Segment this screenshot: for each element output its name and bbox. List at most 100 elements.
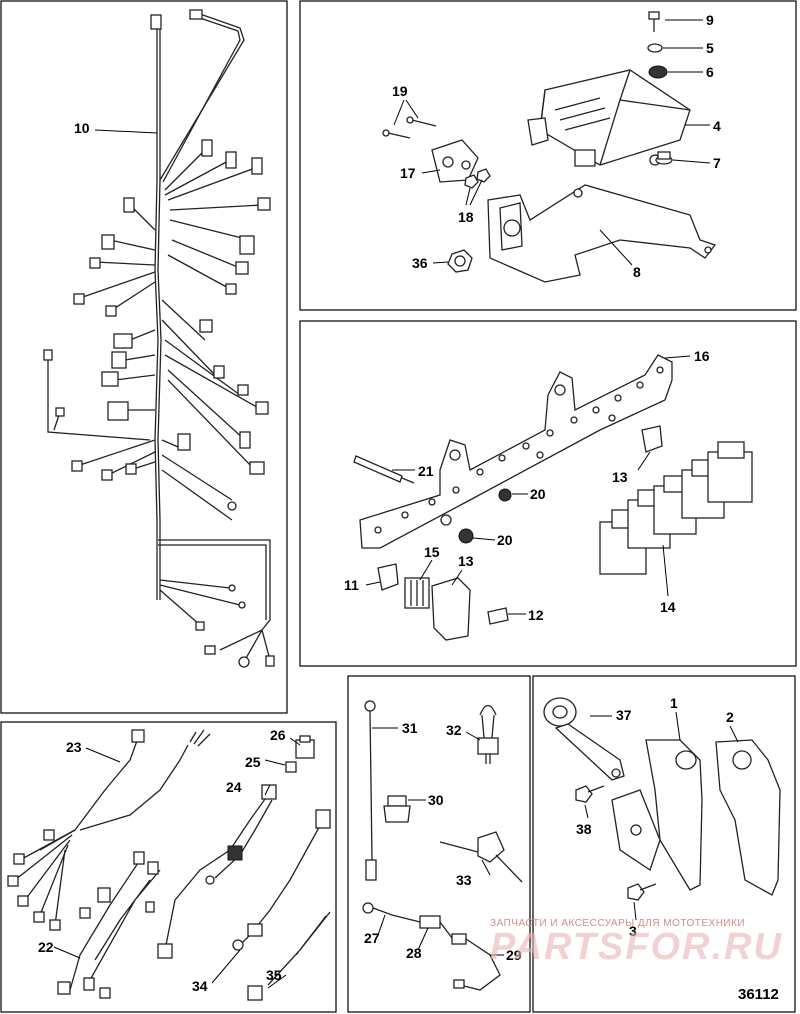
sensor-harness-34 bbox=[232, 809, 331, 951]
callout-1: 1 bbox=[670, 695, 678, 711]
leader-36 bbox=[432, 261, 449, 264]
callout-21: 21 bbox=[418, 463, 434, 479]
bolts-19 bbox=[382, 116, 437, 139]
callout-19: 19 bbox=[392, 83, 408, 99]
bolt-3 bbox=[627, 883, 657, 901]
lift-bracket-1 bbox=[611, 739, 703, 891]
nut-36 bbox=[447, 249, 473, 273]
panel-sub-harness-frame bbox=[0, 721, 337, 1013]
cable-27 bbox=[362, 902, 421, 923]
callout-10: 10 bbox=[74, 120, 90, 136]
nut-20b bbox=[458, 528, 474, 544]
leader-35 bbox=[267, 974, 287, 989]
callout-7: 7 bbox=[713, 155, 721, 171]
leader-25 bbox=[264, 759, 286, 766]
leader-22 bbox=[53, 946, 81, 959]
clip-11 bbox=[377, 563, 399, 591]
spacer-7 bbox=[655, 151, 673, 165]
callout-3: 3 bbox=[629, 923, 637, 939]
callout-23: 23 bbox=[66, 739, 82, 755]
leader-23 bbox=[85, 747, 121, 763]
callout-38: 38 bbox=[576, 821, 592, 837]
callout-34: 34 bbox=[192, 978, 208, 994]
callout-22: 22 bbox=[38, 939, 54, 955]
callout-29: 29 bbox=[506, 947, 522, 963]
callout-30: 30 bbox=[428, 792, 444, 808]
loop-harness-32 bbox=[477, 704, 499, 764]
callout-33: 33 bbox=[456, 872, 472, 888]
leader-27 bbox=[377, 914, 386, 936]
callout-12: 12 bbox=[528, 607, 544, 623]
callout-17: 17 bbox=[400, 165, 416, 181]
terminal-block-15 bbox=[404, 577, 430, 609]
harness-35 bbox=[247, 911, 331, 1001]
leader-24 bbox=[264, 784, 271, 796]
callout-20a: 20 bbox=[530, 486, 546, 502]
callout-27: 27 bbox=[364, 930, 380, 946]
callout-28: 28 bbox=[406, 945, 422, 961]
callout-9: 9 bbox=[706, 12, 714, 28]
leader-15 bbox=[419, 559, 433, 581]
callout-24: 24 bbox=[226, 779, 242, 795]
plug-12 bbox=[487, 607, 509, 625]
callout-31: 31 bbox=[402, 720, 418, 736]
leader-11 bbox=[365, 581, 381, 586]
connector-13b bbox=[431, 577, 471, 641]
callout-13a: 13 bbox=[612, 469, 628, 485]
callout-37: 37 bbox=[616, 707, 632, 723]
main-wiring-harness bbox=[43, 9, 275, 668]
leader-26 bbox=[289, 737, 301, 746]
lift-bracket-2 bbox=[715, 739, 781, 896]
fuse-holder-26 bbox=[295, 735, 315, 759]
leader-14 bbox=[662, 544, 669, 597]
callout-35: 35 bbox=[266, 967, 282, 983]
callout-18: 18 bbox=[458, 209, 474, 225]
leader-17 bbox=[421, 169, 441, 174]
callout-14: 14 bbox=[660, 599, 676, 615]
leader-7 bbox=[672, 159, 711, 164]
callout-20b: 20 bbox=[497, 532, 513, 548]
bolt-9 bbox=[648, 11, 660, 32]
ecm-mounting-bracket bbox=[487, 184, 717, 283]
leader-20b bbox=[472, 537, 496, 541]
fuse-25 bbox=[285, 761, 297, 773]
relay-mounting-bracket-16 bbox=[359, 354, 673, 549]
diagram-number: 36112 bbox=[738, 986, 779, 1003]
leader-38 bbox=[584, 804, 589, 819]
leader-3 bbox=[633, 901, 637, 921]
callout-2: 2 bbox=[726, 709, 734, 725]
harness-22 bbox=[57, 851, 161, 999]
sensor-30 bbox=[383, 795, 411, 823]
callout-11: 11 bbox=[344, 577, 359, 593]
panel-ecm-frame bbox=[299, 0, 797, 311]
panel-lift-brackets-frame bbox=[532, 675, 796, 1013]
callout-32: 32 bbox=[446, 722, 462, 738]
callout-13b: 13 bbox=[458, 553, 474, 569]
bolt-38 bbox=[575, 785, 605, 803]
cable-29 bbox=[453, 938, 501, 991]
callout-15: 15 bbox=[424, 544, 440, 560]
panel-harness-frame bbox=[0, 0, 288, 714]
sensor-17 bbox=[431, 139, 479, 183]
relays-14 bbox=[599, 441, 753, 575]
leader-10 bbox=[94, 129, 158, 134]
leader-13b bbox=[451, 569, 463, 586]
leader-33 bbox=[481, 859, 491, 876]
nuts-18 bbox=[464, 168, 491, 189]
callout-36: 36 bbox=[412, 255, 428, 271]
leader-28 bbox=[417, 927, 429, 951]
nut-20a bbox=[498, 488, 512, 502]
callout-8: 8 bbox=[633, 264, 641, 280]
leader-34 bbox=[211, 949, 241, 984]
callout-25: 25 bbox=[245, 754, 261, 770]
callout-6: 6 bbox=[706, 64, 714, 80]
callout-4: 4 bbox=[713, 118, 721, 134]
callout-26: 26 bbox=[270, 727, 286, 743]
leader-19 bbox=[393, 99, 419, 126]
cable-31 bbox=[364, 700, 377, 881]
leader-13a bbox=[637, 451, 651, 471]
leader-2 bbox=[729, 725, 739, 743]
harness-23 bbox=[7, 729, 211, 931]
inline-connector-28 bbox=[419, 915, 467, 945]
